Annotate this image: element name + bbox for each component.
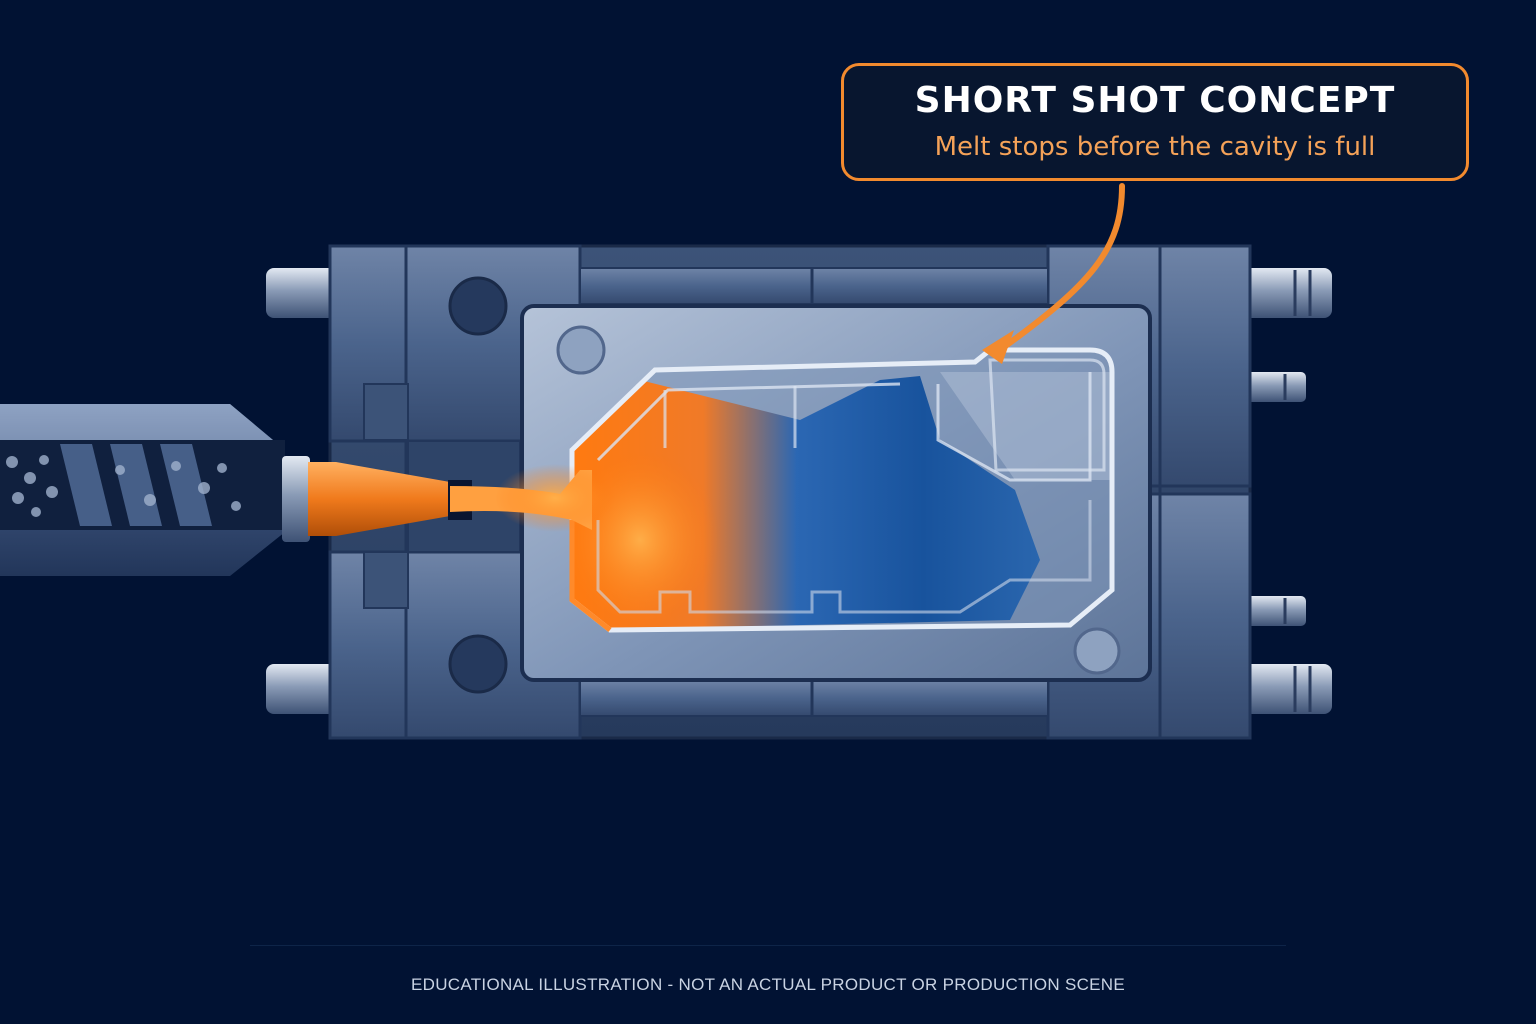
screw — [60, 444, 212, 526]
callout-subtitle: Melt stops before the cavity is full — [934, 132, 1376, 162]
mold-cavity — [520, 304, 1152, 682]
footer-divider — [250, 945, 1286, 946]
footer-disclaimer: EDUCATIONAL ILLUSTRATION - NOT AN ACTUAL… — [410, 975, 1126, 994]
callout-title: SHORT SHOT CONCEPT — [914, 80, 1396, 121]
pointer-arrow — [982, 183, 1125, 364]
guide-pins — [266, 268, 1332, 714]
unfilled-region — [940, 372, 1112, 480]
injection-barrel — [0, 404, 310, 576]
callout-box: SHORT SHOT CONCEPT Melt stops before the… — [841, 63, 1469, 181]
